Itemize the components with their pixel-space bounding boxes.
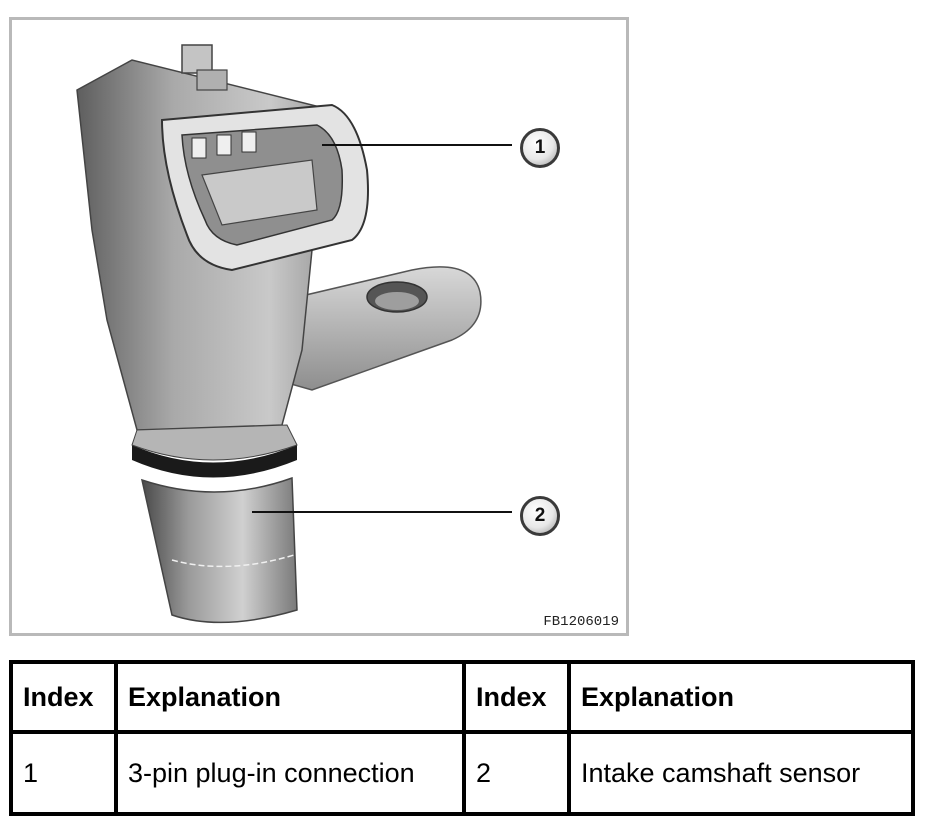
pin: [216, 134, 232, 156]
camshaft-sensor-illustration: [76, 44, 512, 624]
figure-code: FB1206019: [543, 614, 619, 630]
figure-frame: 1 2 FB1206019: [9, 17, 629, 636]
sensor-tip: [140, 476, 298, 624]
header-index-2: Index: [462, 660, 571, 734]
explanation-cell: Intake camshaft sensor: [567, 730, 915, 816]
callout-2: 2: [520, 496, 560, 536]
header-explanation-1: Explanation: [114, 660, 466, 734]
header-explanation-2: Explanation: [567, 660, 915, 734]
callout-1: 1: [520, 128, 560, 168]
table-row: 1 3-pin plug-in connection 2 Intake cams…: [9, 730, 915, 816]
index-cell: 2: [462, 730, 571, 816]
legend-header-row: Index Explanation Index Explanation: [9, 660, 915, 734]
pin: [191, 137, 207, 159]
pin: [241, 131, 257, 153]
header-index-1: Index: [9, 660, 118, 734]
legend-table: Index Explanation Index Explanation 1 3-…: [9, 660, 915, 816]
explanation-cell: 3-pin plug-in connection: [114, 730, 466, 816]
o-ring: [132, 445, 297, 478]
index-cell: 1: [9, 730, 118, 816]
